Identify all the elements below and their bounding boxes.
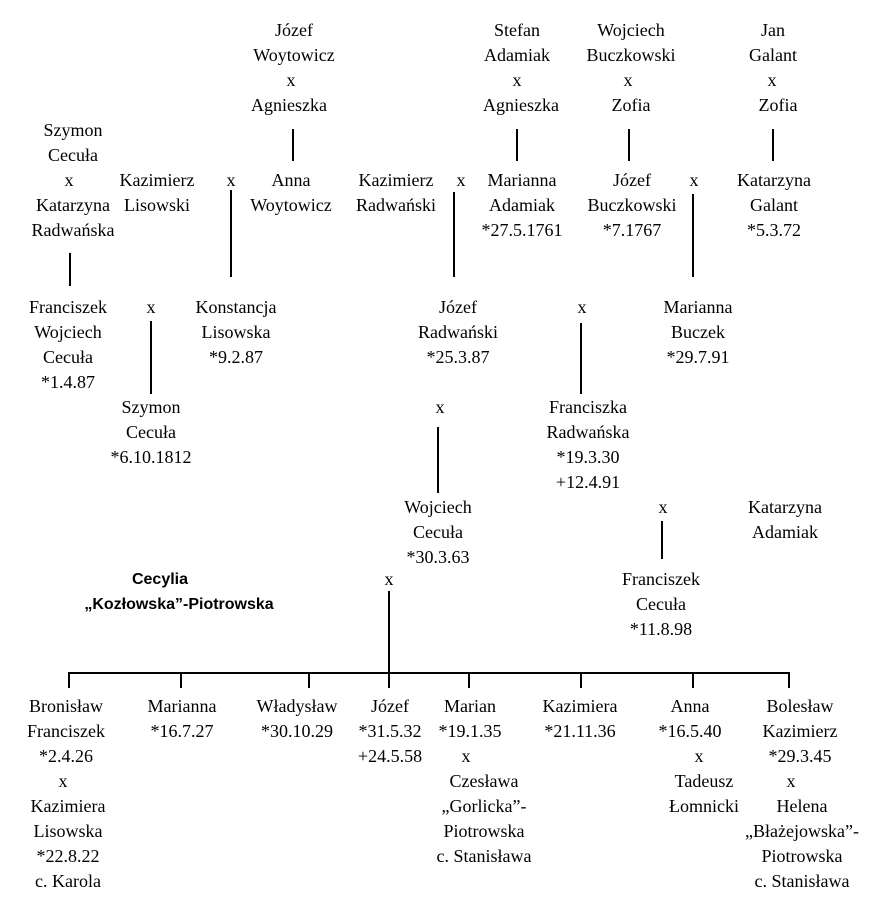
person-agnieszka-w: Agnieszka bbox=[251, 95, 327, 115]
connector-line bbox=[453, 192, 455, 277]
marriage-symbol: x bbox=[64, 170, 74, 190]
connector-line bbox=[69, 253, 71, 286]
child-tick bbox=[580, 672, 582, 688]
marriage-symbol: x bbox=[461, 746, 471, 766]
person-anna-child: Anna *16.5.40 bbox=[658, 696, 722, 741]
person-marianna-buczek: Marianna Buczek *29.7.91 bbox=[663, 297, 733, 367]
connector-line bbox=[516, 129, 518, 161]
person-marian: Marian *19.1.35 bbox=[438, 696, 502, 741]
person-anna-woytowicz: Anna Woytowicz bbox=[250, 170, 332, 215]
marriage-symbol: x bbox=[623, 70, 633, 90]
person-wladyslaw: Władysław *30.10.29 bbox=[256, 696, 338, 741]
person-kazimierz-lisowski: Kazimierz Lisowski bbox=[119, 170, 195, 215]
person-franciszek-cecula: Franciszek Cecuła *11.8.98 bbox=[622, 569, 700, 639]
person-bronislaw: Bronisław Franciszek *2.4.26 bbox=[27, 696, 105, 766]
person-marianna-child: Marianna *16.7.27 bbox=[147, 696, 217, 741]
child-tick bbox=[388, 672, 390, 688]
child-tick bbox=[68, 672, 70, 688]
connector-line bbox=[230, 190, 232, 277]
person-kazimiera-lisowska: Kazimiera Lisowska *22.8.22 c. Karola bbox=[30, 796, 106, 891]
marriage-symbol: x bbox=[286, 70, 296, 90]
person-cecylia-surname: „Kozłowska”-Piotrowska bbox=[84, 596, 274, 613]
person-cecylia: Cecylia bbox=[131, 571, 189, 588]
connector-line bbox=[772, 129, 774, 161]
marriage-symbol: x bbox=[58, 771, 68, 791]
person-czeslawa: Czesława „Gorlicka”- Piotrowska c. Stani… bbox=[436, 771, 532, 866]
person-jan-galant: Jan Galant bbox=[749, 20, 797, 65]
connector-line bbox=[388, 591, 390, 674]
marriage-symbol: x bbox=[146, 297, 156, 317]
person-szymon-cecula-sr: Szymon Cecuła bbox=[43, 120, 103, 165]
person-katarzyna-adamiak: Katarzyna Adamiak bbox=[748, 497, 822, 542]
marriage-symbol: x bbox=[767, 70, 777, 90]
person-konstancja-lisowska: Konstancja Lisowska *9.2.87 bbox=[195, 297, 277, 367]
person-kazimierz-radwanski: Kazimierz Radwański bbox=[356, 170, 436, 215]
person-jozef-radwanski: Józef Radwański *25.3.87 bbox=[418, 297, 498, 367]
marriage-symbol: x bbox=[658, 497, 668, 517]
person-zofia-b: Zofia bbox=[611, 95, 651, 115]
child-tick bbox=[180, 672, 182, 688]
person-tadeusz-lomnicki: Tadeusz Łomnicki bbox=[669, 771, 739, 816]
child-tick bbox=[308, 672, 310, 688]
child-tick bbox=[468, 672, 470, 688]
person-agnieszka-a: Agnieszka bbox=[483, 95, 559, 115]
marriage-symbol: x bbox=[226, 170, 236, 190]
person-franciszek-wojciech-cecula: Franciszek Wojciech Cecuła *1.4.87 bbox=[29, 297, 107, 392]
connector-line bbox=[661, 521, 663, 559]
marriage-symbol: x bbox=[456, 170, 466, 190]
person-stefan-adamiak: Stefan Adamiak bbox=[484, 20, 550, 65]
person-wojciech-cecula: Wojciech Cecuła *30.3.63 bbox=[404, 497, 472, 567]
connector-line bbox=[692, 194, 694, 277]
connector-line bbox=[580, 323, 582, 394]
person-jozef-child: Józef *31.5.32 +24.5.58 bbox=[357, 696, 423, 766]
connector-line bbox=[292, 129, 294, 161]
person-franciszka-radwanska: Franciszka Radwańska *19.3.30 +12.4.91 bbox=[546, 397, 630, 492]
marriage-symbol: x bbox=[689, 170, 699, 190]
child-tick bbox=[788, 672, 790, 688]
person-katarzyna-radwanska: Katarzyna Radwańska bbox=[31, 195, 115, 240]
person-jozef-buczkowski: Józef Buczkowski *7.1767 bbox=[587, 170, 677, 240]
marriage-symbol: x bbox=[694, 746, 704, 766]
person-szymon-cecula: Szymon Cecuła *6.10.1812 bbox=[110, 397, 192, 467]
connector-line bbox=[437, 427, 439, 493]
person-zofia-g: Zofia bbox=[758, 95, 798, 115]
person-katarzyna-galant: Katarzyna Galant *5.3.72 bbox=[737, 170, 811, 240]
person-marianna-adamiak: Marianna Adamiak *27.5.1761 bbox=[481, 170, 563, 240]
marriage-symbol: x bbox=[512, 70, 522, 90]
marriage-symbol: x bbox=[384, 569, 394, 589]
child-tick bbox=[692, 672, 694, 688]
person-helena: Helena „Błażejowska”- Piotrowska c. Stan… bbox=[745, 796, 859, 891]
person-boleslaw: Bolesław Kazimierz *29.3.45 bbox=[762, 696, 838, 766]
person-kazimiera-child: Kazimiera *21.11.36 bbox=[542, 696, 618, 741]
marriage-symbol: x bbox=[435, 397, 445, 417]
connector-line bbox=[628, 129, 630, 161]
person-wojciech-buczkowski: Wojciech Buczkowski bbox=[586, 20, 676, 65]
person-jozef-woytowicz: Józef Woytowicz bbox=[253, 20, 335, 65]
connector-line bbox=[150, 321, 152, 394]
marriage-symbol: x bbox=[786, 771, 796, 791]
children-bracket bbox=[68, 672, 790, 674]
marriage-symbol: x bbox=[577, 297, 587, 317]
